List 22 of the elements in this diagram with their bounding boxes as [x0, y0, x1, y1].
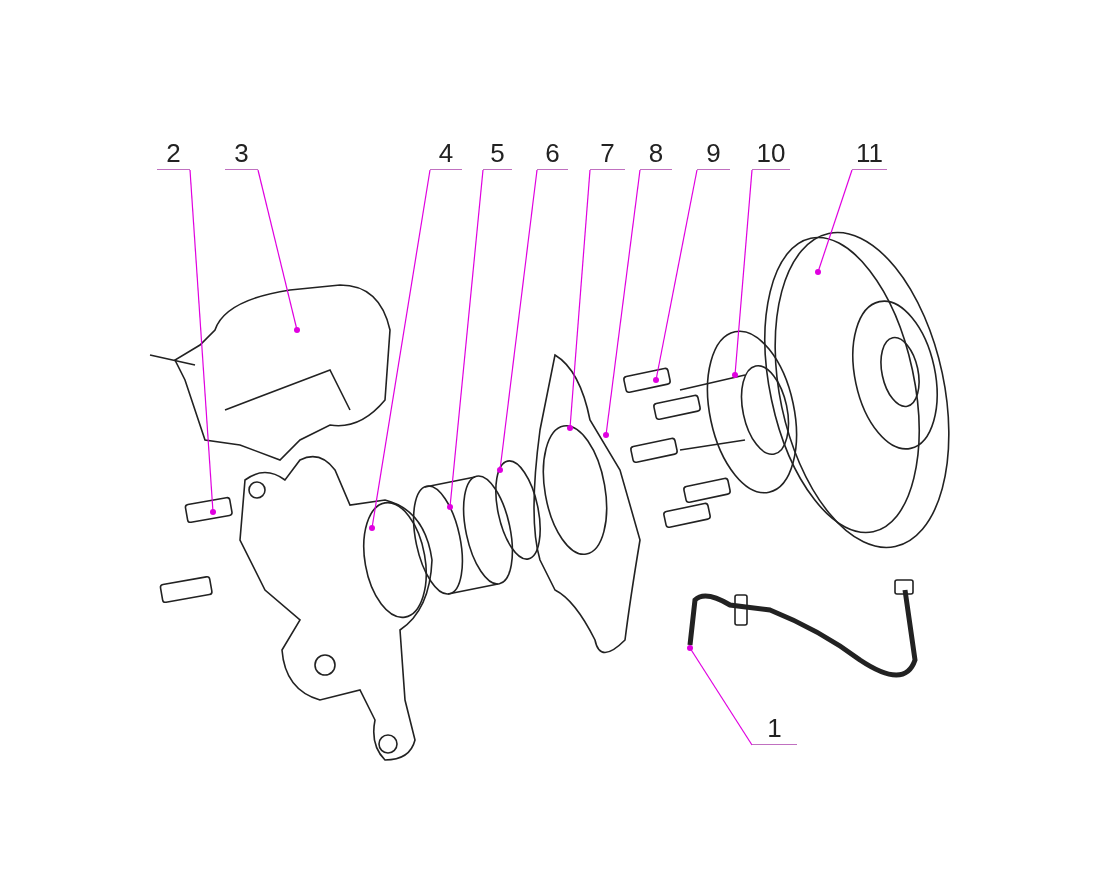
callout-number: 11: [852, 138, 887, 170]
leader-line: [189, 169, 216, 515]
callout-number: 1: [752, 713, 797, 745]
callout-number: 9: [697, 138, 730, 170]
callout-number: 10: [752, 138, 790, 170]
leader-line: [653, 169, 698, 383]
callout-number: 8: [640, 138, 672, 170]
leader-line: [815, 169, 853, 275]
leader-line: [687, 645, 753, 746]
callout-number: 7: [590, 138, 625, 170]
leader-line: [447, 169, 484, 510]
leader-line: [732, 169, 753, 378]
leader-line: [369, 169, 431, 531]
callout-number: 4: [430, 138, 462, 170]
leader-line: [603, 169, 641, 438]
callout-number: 3: [225, 138, 258, 170]
leader-line: [567, 169, 591, 431]
callout-number: 2: [157, 138, 190, 170]
callout-number: 6: [537, 138, 568, 170]
leader-line: [497, 169, 538, 473]
callout-number: 5: [483, 138, 512, 170]
leader-line: [257, 169, 300, 333]
